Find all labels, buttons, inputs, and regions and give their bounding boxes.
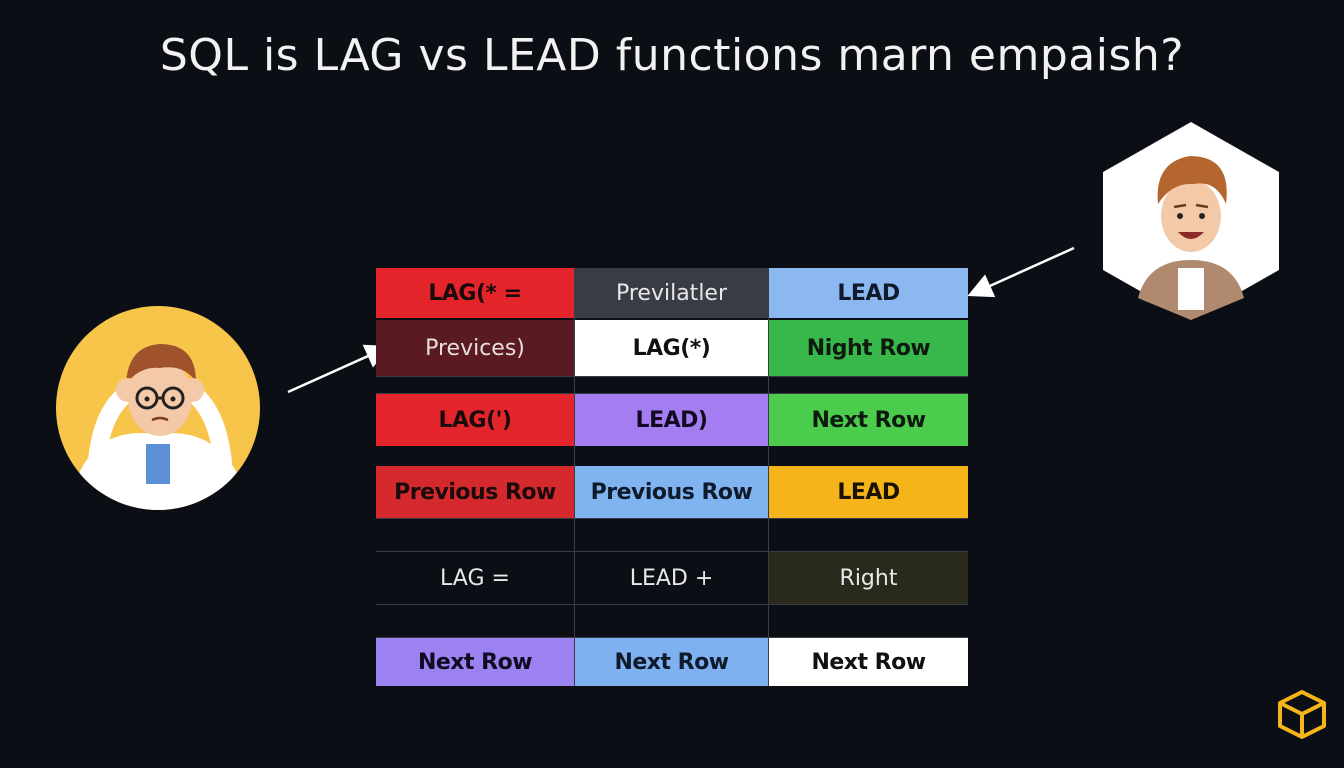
grid-cell-r5-c2: LEAD + <box>575 552 768 604</box>
grid-cell-r1-c2: Previlatler <box>575 268 768 318</box>
page-title: SQL is LAG vs LEAD functions marn empais… <box>159 30 1185 81</box>
grid-cell-r5-c3: Right <box>769 552 968 604</box>
grid-cell-r1-c3: LEAD <box>769 268 968 318</box>
grid-rule <box>376 393 968 394</box>
smiling-developer-icon <box>1098 120 1284 322</box>
grid-cell-r6-c2: Next Row <box>575 638 768 686</box>
grid-divider <box>574 268 575 686</box>
grid-cell-r3-c3: Next Row <box>769 394 968 446</box>
grid-cell-r4-c2: Previous Row <box>575 466 768 518</box>
grid-cell-r6-c1: Next Row <box>376 638 574 686</box>
grid-cell-r2-c1: Previces) <box>376 320 574 377</box>
grid-rule <box>376 376 968 377</box>
grid-cell-r1-c1: LAG(* = <box>376 268 574 318</box>
grid-rule <box>376 604 968 605</box>
box-logo-icon <box>1276 688 1328 740</box>
grid-rule <box>376 637 968 638</box>
grid-cell-r4-c3: LEAD <box>769 466 968 518</box>
grid-cell-r3-c1: LAG(') <box>376 394 574 446</box>
grid-rule <box>376 518 968 519</box>
grid-cell-r4-c1: Previous Row <box>376 466 574 518</box>
confused-developer-icon <box>56 306 260 510</box>
grid-cell-r5-c1: LAG = <box>376 552 574 604</box>
grid-cell-r2-c2: LAG(*) <box>575 320 768 377</box>
grid-rule <box>376 551 968 552</box>
grid-divider <box>768 268 769 686</box>
grid-cell-r3-c2: LEAD) <box>575 394 768 446</box>
grid-cell-r6-c3: Next Row <box>769 638 968 686</box>
arrow-left <box>287 344 391 394</box>
arrow-right <box>967 246 1075 298</box>
grid-cell-r2-c3: Night Row <box>769 320 968 377</box>
